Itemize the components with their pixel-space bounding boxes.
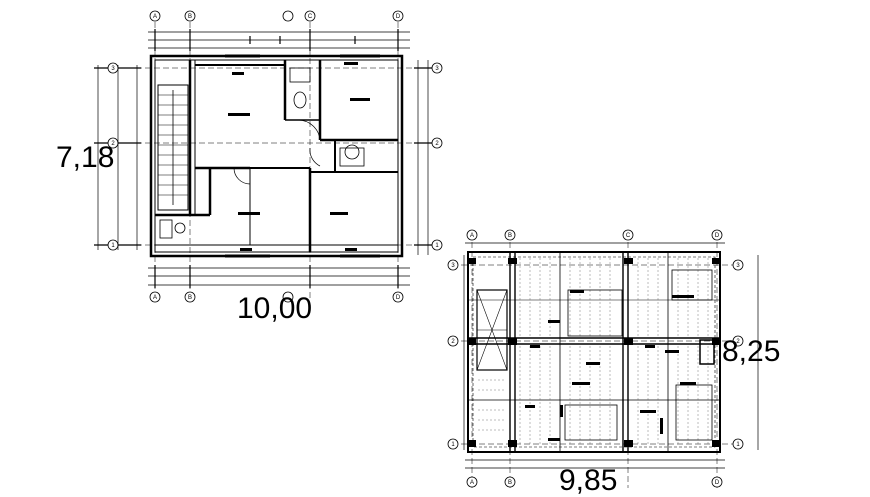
p2-grid-row-2-right: 2 — [736, 339, 740, 345]
p2-grid-col-d-top: D — [715, 233, 720, 239]
p2-grid-row-1-right: 1 — [736, 442, 740, 448]
p2-grid-row-1-left: 1 — [451, 442, 455, 448]
p1-grid-col-d-bottom: D — [396, 295, 401, 301]
p1-grid-col-d-top: D — [396, 14, 401, 20]
p1-grid-row-1-left: 1 — [111, 243, 115, 249]
p1-grid-col-a-top: A — [153, 14, 157, 20]
p2-grid-col-c-top: C — [626, 233, 631, 239]
p2-grid-col-b-bottom: B — [508, 480, 512, 486]
plan-2: A B C D A B D 3 2 1 3 2 1 — [447, 229, 759, 488]
p1-grid-row-2-left: 2 — [111, 141, 115, 147]
p2-grid-col-d-bottom: D — [715, 480, 720, 486]
p2-grid-col-a-top: A — [470, 233, 474, 239]
plan-1: A B C D A B D 3 2 1 3 2 1 — [94, 10, 443, 303]
p2-grid-row-3-left: 3 — [451, 263, 455, 269]
p1-grid-col-b-bottom: B — [188, 295, 192, 301]
p1-grid-col-b-top: B — [188, 14, 192, 20]
p2-grid-col-a-bottom: A — [470, 480, 474, 486]
p1-grid-row-2-right: 2 — [435, 141, 439, 147]
p2-grid-row-2-left: 2 — [451, 339, 455, 345]
plan1-overall-height: 7,18 — [56, 141, 115, 174]
p2-grid-row-3-right: 3 — [736, 263, 740, 269]
p1-grid-col-a-bottom: A — [153, 295, 157, 301]
plan2-overall-height: 8,25 — [722, 335, 781, 368]
p1-grid-row-3-right: 3 — [435, 66, 439, 72]
p1-grid-col-c-top: C — [308, 14, 313, 20]
p1-grid-row-3-left: 3 — [111, 66, 115, 72]
p2-grid-col-b-top: B — [508, 233, 512, 239]
p1-grid-row-1-right: 1 — [435, 243, 439, 249]
plan2-overall-width: 9,85 — [559, 464, 618, 497]
plan1-overall-width: 10,00 — [237, 292, 313, 325]
